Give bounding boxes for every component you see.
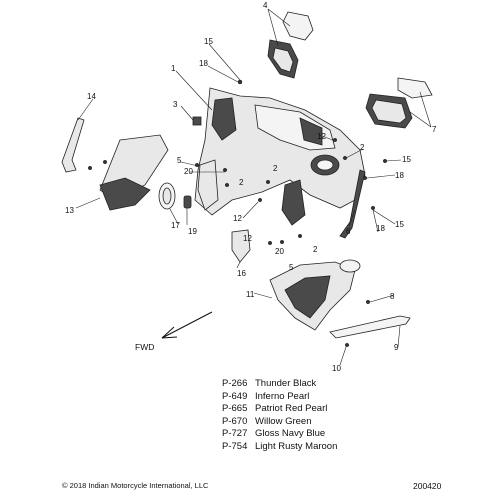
part-14-bracket (61, 117, 85, 173)
fwd-arrow (161, 311, 213, 339)
callout-15: 15 (204, 37, 213, 46)
part-1-inner-fairing (194, 87, 366, 226)
paint-color-name: Patriot Red Pearl (255, 403, 328, 414)
paint-code: P-754 (222, 440, 248, 452)
callout-4: 4 (263, 1, 268, 10)
paint-color-name: Light Rusty Maroon (255, 440, 338, 452)
callout-10: 10 (332, 364, 341, 373)
callout-2: 2 (360, 143, 365, 152)
part-11-lower-fairing (269, 259, 361, 331)
callout-15c: 15 (395, 220, 404, 229)
callout-12b: 12 (233, 214, 242, 223)
paint-code-row: P-649 Inferno Pearl (222, 391, 337, 404)
paint-code: P-670 (222, 415, 248, 427)
part-3-latch (192, 116, 202, 126)
callout-2d: 2 (313, 245, 318, 254)
callout-5b: 5 (289, 263, 294, 272)
paint-code-row: P-754 Light Rusty Maroon (222, 441, 337, 454)
callout-2c: 2 (273, 164, 278, 173)
callout-6: 6 (346, 227, 351, 236)
callout-1: 1 (171, 64, 176, 73)
callout-16: 16 (237, 269, 246, 278)
callout-15b: 15 (402, 155, 411, 164)
callout-20: 20 (184, 167, 193, 176)
callout-14: 14 (87, 92, 96, 101)
part-6-trim-strip (339, 169, 366, 239)
drawing-number: 200420 (413, 481, 442, 491)
callout-20b: 20 (275, 247, 284, 256)
callout-2b: 2 (239, 178, 244, 187)
callout-18: 18 (199, 59, 208, 68)
paint-code: P-665 (222, 403, 248, 414)
paint-code-row: P-670 Willow Green (222, 416, 337, 429)
paint-code-row: P-266 Thunder Black (222, 378, 337, 391)
paint-code: P-266 (222, 378, 248, 389)
fwd-label: FWD (135, 342, 155, 352)
callout-3: 3 (173, 100, 178, 109)
part-7-grille (365, 77, 433, 129)
part-16-bracket (231, 229, 251, 263)
callout-7: 7 (432, 125, 437, 134)
callout-5: 5 (177, 156, 182, 165)
callout-18b: 18 (395, 171, 404, 180)
part-17-grommet (158, 182, 176, 210)
part-9-strip (329, 315, 411, 339)
paint-color-name: Thunder Black (255, 378, 317, 389)
callout-12c: 12 (243, 234, 252, 243)
paint-color-name: Willow Green (255, 415, 312, 427)
leader-lines (75, 8, 432, 366)
part-19-clip (183, 195, 192, 209)
callout-9: 9 (394, 343, 399, 352)
callout-labels: 1 15 18 4 14 3 7 12 2 15 18 5 20 2 2 13 … (65, 1, 437, 373)
callout-11: 11 (246, 290, 255, 299)
callout-8: 8 (390, 292, 395, 301)
callout-13: 13 (65, 206, 74, 215)
callout-17: 17 (171, 221, 180, 230)
paint-color-name: Gloss Navy Blue (255, 428, 326, 439)
callout-12: 12 (317, 132, 326, 141)
part-4-grille (267, 11, 314, 79)
paint-code-row: P-727 Gloss Navy Blue (222, 428, 337, 441)
paint-code: P-649 (222, 390, 248, 402)
copyright-notice: © 2018 Indian Motorcycle International, … (62, 481, 209, 490)
callout-19: 19 (188, 227, 197, 236)
paint-color-name: Inferno Pearl (255, 390, 310, 402)
part-13-lower-panel (99, 134, 169, 211)
fasteners (87, 79, 388, 348)
callout-18c: 18 (376, 224, 385, 233)
paint-code: P-727 (222, 428, 248, 439)
paint-code-row: P-665 Patriot Red Pearl (222, 403, 337, 416)
